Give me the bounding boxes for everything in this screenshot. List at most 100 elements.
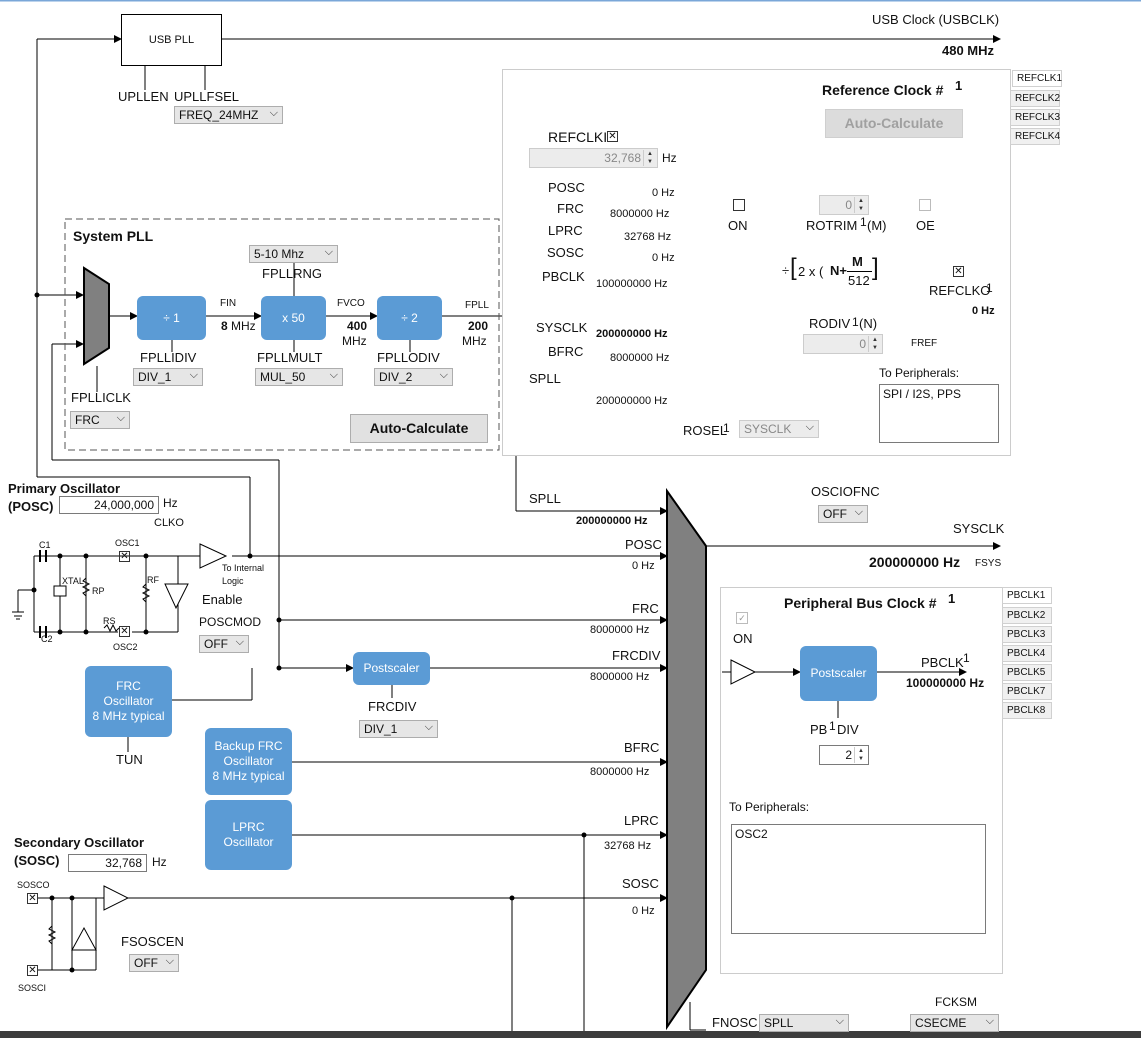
rodiv-input[interactable]: 0▲▼ xyxy=(803,334,883,354)
c2-label: C2 xyxy=(41,634,53,644)
fcksm-select[interactable]: CSECME⌵ xyxy=(910,1014,999,1032)
system-pll-autocalc-button[interactable]: Auto-Calculate xyxy=(350,414,488,443)
sysclk-freq: 200000000 Hz xyxy=(869,554,961,570)
rf-label: RF xyxy=(147,575,159,585)
pbclk-out-sup: 1 xyxy=(963,651,970,665)
refclk-on-checkbox[interactable] xyxy=(733,199,745,211)
tab-refclk3[interactable]: REFCLK3 xyxy=(1010,109,1060,126)
fpllclk-select[interactable]: FRC⌵ xyxy=(70,411,130,429)
tab-pbclk3[interactable]: PBCLK3 xyxy=(1002,626,1052,643)
spinner-icon: ▲▼ xyxy=(854,197,867,213)
fpllmult-select[interactable]: MUL_50⌵ xyxy=(255,368,343,386)
frcdiv-label: FRCDIV xyxy=(368,699,417,714)
pbdiv-sup: 1 xyxy=(829,719,836,733)
fpllrng-select[interactable]: 5-10 Mhz⌵ xyxy=(249,245,338,263)
fpllrng-label: FPLLRNG xyxy=(262,266,322,281)
refclk-to-peripherals-list[interactable]: SPI / I2S, PPS xyxy=(879,384,999,443)
posc-frequency-input[interactable]: 24,000,000 xyxy=(59,496,159,514)
clko-label: CLKO xyxy=(154,517,184,529)
pbdiv-value: 2 xyxy=(845,748,852,762)
sysmux-in-posc: POSC xyxy=(625,537,662,552)
osciofnc-value: OFF xyxy=(823,507,847,521)
refclk-in-bfrc-freq: 8000000 Hz xyxy=(610,352,670,364)
pbclk-postscaler-label: Postscaler xyxy=(810,666,867,680)
lprc-oscillator-label: LPRC Oscillator xyxy=(223,820,274,849)
pbclk-on-checkbox[interactable]: ✓ xyxy=(736,612,748,624)
osc1-label: OSC1 xyxy=(115,538,140,548)
osciofnc-select[interactable]: OFF⌵ xyxy=(818,505,868,523)
rotrim-input[interactable]: 0▲▼ xyxy=(819,195,869,215)
fsoscen-select[interactable]: OFF⌵ xyxy=(129,954,179,972)
fpllodiv-select[interactable]: DIV_2 ⌵ xyxy=(374,368,453,386)
fin-label: FIN xyxy=(220,298,237,309)
fsoscen-value: OFF xyxy=(134,956,158,970)
fpllclk-value: FRC xyxy=(75,413,100,427)
refclk-in-frc-freq: 8000000 Hz xyxy=(610,208,670,220)
sysmux-spll-label: SPLL xyxy=(529,491,561,506)
formula-fraction-bar xyxy=(847,271,872,272)
sysclk-label: SYSCLK xyxy=(953,521,1005,536)
refclki-value: 32,768 xyxy=(604,151,641,165)
refclk-to-peripherals-label: To Peripherals: xyxy=(879,366,960,380)
chevron-down-icon: ⌵ xyxy=(324,246,333,258)
chevron-down-icon: ⌵ xyxy=(439,369,448,381)
fcksm-label: FCKSM xyxy=(935,995,977,1009)
tab-refclk2[interactable]: REFCLK2 xyxy=(1010,90,1060,107)
refclki-input[interactable]: 32,768▲▼ xyxy=(529,148,658,168)
sysmux-in-frc: FRC xyxy=(632,601,659,616)
fpllidiv-select[interactable]: DIV_1⌵ xyxy=(133,368,203,386)
pbdiv-label2: DIV xyxy=(837,722,859,737)
refclk-autocalc-button[interactable]: Auto-Calculate xyxy=(825,109,963,138)
osc2-label: OSC2 xyxy=(113,642,138,652)
fpll-output-divider-block: ÷ 2 xyxy=(377,296,442,340)
sysmux-in-sosc: SOSC xyxy=(622,876,659,891)
refclk-in-sysclk-freq: 200000000 Hz xyxy=(596,328,668,340)
poscmod-select[interactable]: OFF⌵ xyxy=(199,635,249,653)
fsoscen-label: FSOSCEN xyxy=(121,934,184,949)
tab-pbclk8[interactable]: PBCLK8 xyxy=(1002,702,1052,719)
pbclk-out-freq: 100000000 Hz xyxy=(906,676,985,690)
tab-pbclk7[interactable]: PBCLK7 xyxy=(1002,683,1052,700)
tab-pbclk2[interactable]: PBCLK2 xyxy=(1002,607,1052,624)
refclk-in-frc: FRC xyxy=(557,201,584,216)
tab-refclk4[interactable]: REFCLK4 xyxy=(1010,128,1060,145)
posc-unit: Hz xyxy=(163,496,178,510)
fvco-label: FVCO xyxy=(337,298,365,309)
tab-pbclk4[interactable]: PBCLK4 xyxy=(1002,645,1052,662)
pbclk-to-peripherals-list[interactable]: OSC2 xyxy=(731,824,986,934)
tab-refclk1[interactable]: REFCLK1 xyxy=(1012,70,1062,87)
fnosc-select[interactable]: SPLL⌵ xyxy=(759,1014,849,1032)
sosc-title: Secondary Oscillator xyxy=(14,835,145,850)
refclk-in-posc-freq: 0 Hz xyxy=(652,187,675,199)
fvco-value: 400 xyxy=(347,319,368,333)
tab-pbclk1[interactable]: PBCLK1 xyxy=(1002,587,1052,604)
chevron-down-icon: ⌵ xyxy=(985,1015,994,1027)
posc-title: Primary Oscillator xyxy=(8,481,120,496)
div-box-label: ÷ 1 xyxy=(163,310,180,325)
upllfsel-select[interactable]: FREQ_24MHZ⌵ xyxy=(174,106,283,124)
formula-div: ÷ xyxy=(782,263,790,278)
refclki-pin-icon: ✕ xyxy=(607,131,618,142)
pbdiv-input[interactable]: 2▲▼ xyxy=(819,745,869,765)
spinner-icon: ▲▼ xyxy=(868,336,881,352)
usb-pll-label: USB PLL xyxy=(148,34,195,46)
sysmux-in-frcdiv-freq: 8000000 Hz xyxy=(590,671,650,683)
posc-abbr: (POSC) xyxy=(8,499,54,514)
fsys-label: FSYS xyxy=(975,558,1002,569)
osc2-pin-icon: ✕ xyxy=(119,626,130,637)
spinner-icon: ▲▼ xyxy=(854,747,867,763)
rosel-select[interactable]: SYSCLK⌵ xyxy=(739,420,819,438)
tun-label: TUN xyxy=(116,752,143,767)
mult-box-label: x 50 xyxy=(282,310,305,325)
osciofnc-label: OSCIOFNC xyxy=(811,484,880,499)
refclk-title-sup: 1 xyxy=(955,78,963,93)
refclk-in-sosc: SOSC xyxy=(547,245,584,260)
fpllodiv-value: DIV_2 xyxy=(379,370,413,384)
frcdiv-select[interactable]: DIV_1⌵ xyxy=(359,720,438,738)
fpllmult-label: FPLLMULT xyxy=(257,350,323,365)
chevron-down-icon: ⌵ xyxy=(424,721,433,733)
formula-m: M xyxy=(852,254,863,269)
tab-pbclk5[interactable]: PBCLK5 xyxy=(1002,664,1052,681)
refclk-oe-checkbox[interactable] xyxy=(919,199,931,211)
sosc-frequency-input[interactable]: 32,768 xyxy=(68,854,147,872)
